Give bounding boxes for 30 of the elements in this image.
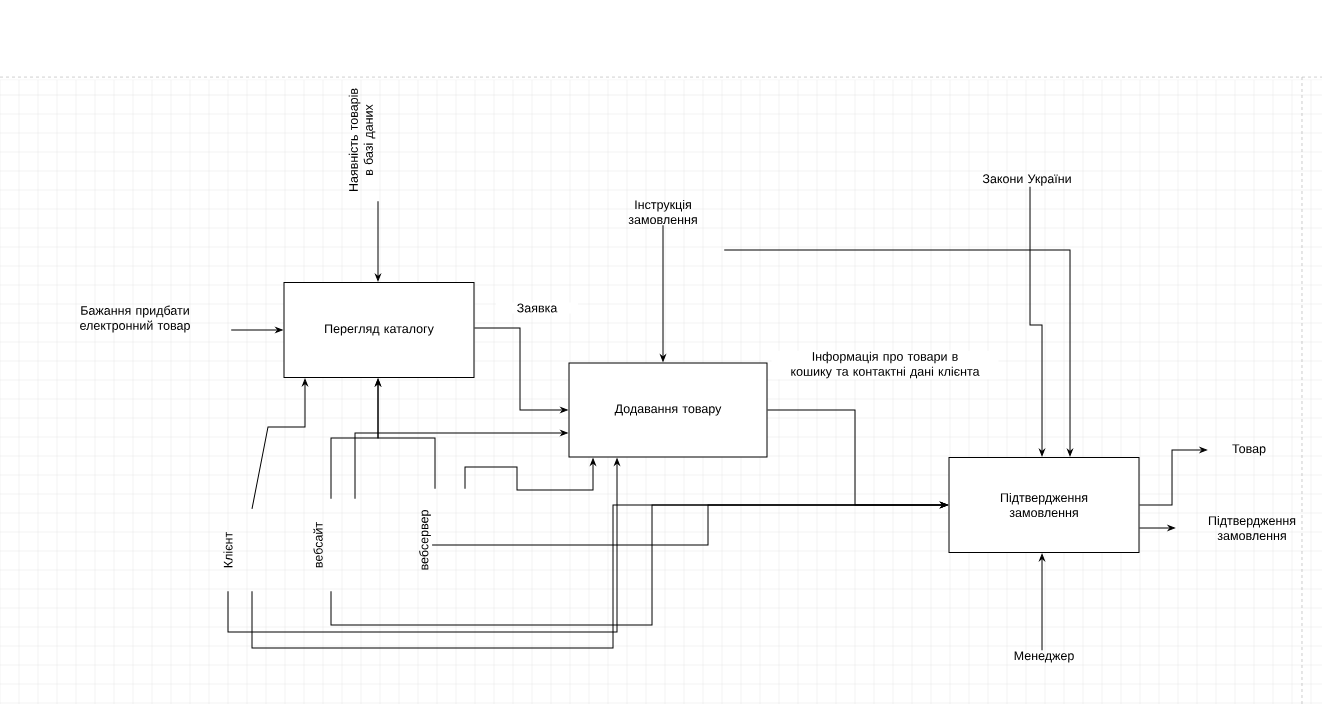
- arrow: [227, 458, 620, 633]
- arrow: [1139, 525, 1175, 531]
- process-box: Перегляд каталогу: [283, 282, 475, 378]
- arrow: [474, 327, 568, 413]
- arrow-label: Закони України: [982, 174, 1071, 186]
- arrow: [723, 249, 1073, 457]
- arrow-label: вебсервер: [419, 510, 431, 570]
- arrow: [660, 224, 666, 362]
- arrow-label: вебсайт: [313, 522, 323, 568]
- edge-label: Інформація про товари в кошику та контактні дані клієнта: [771, 350, 999, 380]
- arrow: [354, 430, 568, 500]
- arrow-label: Бажання придбати електронний товар: [80, 305, 190, 333]
- arrow-label: Товар: [1232, 444, 1266, 456]
- arrow: [1029, 186, 1045, 457]
- arrow: [375, 378, 436, 490]
- arrow: [1139, 447, 1207, 506]
- arrow: [431, 502, 948, 546]
- arrow-label: Підтвердження замовлення: [1209, 515, 1296, 541]
- edge-label: Заявка: [496, 302, 578, 314]
- arrow-label: Інструкція замовлення: [628, 199, 697, 225]
- process-box: Додавання товару: [568, 362, 768, 458]
- process-box: Підтвердження замовлення: [948, 457, 1140, 553]
- arrow: [464, 458, 596, 491]
- arrow: [1039, 553, 1045, 651]
- arrow: [375, 200, 381, 282]
- arrow: [230, 327, 283, 333]
- arrow-label: Клієнт: [223, 532, 233, 568]
- arrow: [251, 378, 308, 510]
- arrow-label: Менеджер: [1014, 651, 1074, 663]
- arrow-label: Наявність товарів в базі даних: [348, 88, 376, 191]
